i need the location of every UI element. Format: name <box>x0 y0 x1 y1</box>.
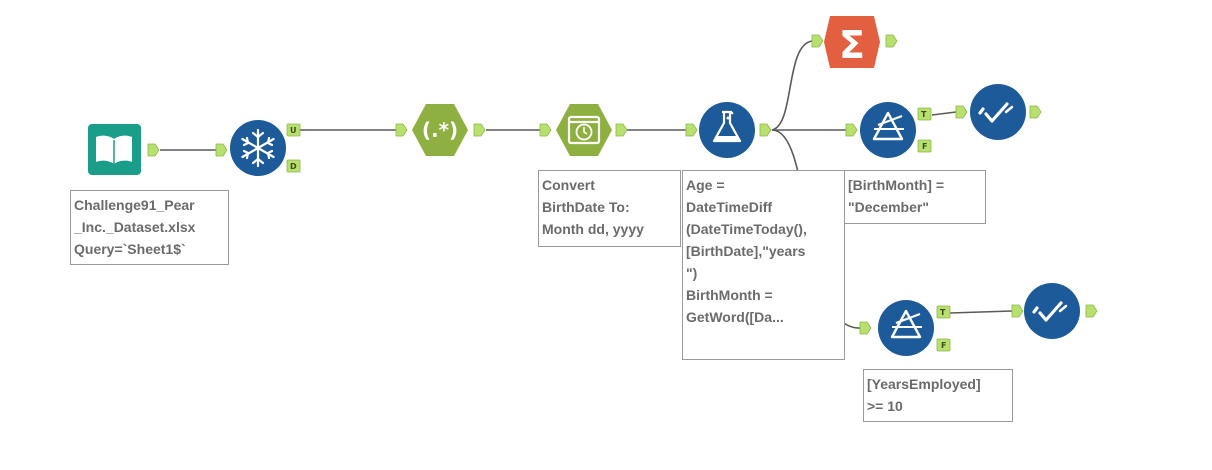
datetime-tool[interactable] <box>539 104 628 156</box>
true-anchor-label: T <box>940 308 946 317</box>
input-annotation: Challenge91_Pear _Inc._Dataset.xlsx Quer… <box>70 190 229 265</box>
input-anchor[interactable] <box>395 123 408 137</box>
connection-filter1-test1 <box>931 111 957 116</box>
unique-anchor-label: U <box>290 126 297 135</box>
duplicate-anchor-label: D <box>290 162 297 171</box>
calendar-icon <box>567 115 601 145</box>
sigma-label: Σ <box>839 23 865 67</box>
input-anchor[interactable] <box>215 143 228 157</box>
input-anchor[interactable] <box>1011 304 1024 318</box>
input-data-tool[interactable] <box>88 124 160 175</box>
input-anchor[interactable] <box>859 321 872 335</box>
regex-icon <box>412 104 468 156</box>
regex-label: (.*) <box>422 118 458 142</box>
output-anchor[interactable] <box>473 123 486 137</box>
true-anchor[interactable]: T <box>917 107 932 121</box>
duplicate-anchor[interactable]: D <box>286 159 301 173</box>
output-anchor[interactable] <box>885 34 898 48</box>
unique-anchor[interactable]: U <box>286 123 301 137</box>
false-anchor-label: F <box>941 341 946 350</box>
filter-tool-birthmonth[interactable]: T F <box>845 102 932 158</box>
output-anchor[interactable] <box>759 123 772 137</box>
clock-icon <box>575 123 593 141</box>
unique-tool[interactable]: U D <box>215 120 301 176</box>
test-tool-1[interactable] <box>955 84 1042 140</box>
output-anchor[interactable] <box>1029 105 1042 119</box>
true-anchor-label: T <box>921 110 927 119</box>
input-anchor[interactable] <box>685 123 698 137</box>
formula-annotation: Age = DateTimeDiff (DateTimeToday(), [Bi… <box>682 170 845 360</box>
input-anchor[interactable] <box>955 105 968 119</box>
filter-birthmonth-annotation: [BirthMonth] = "December" <box>844 170 986 224</box>
input-anchor[interactable] <box>811 34 824 48</box>
input-anchor[interactable] <box>845 123 858 137</box>
formula-tool[interactable] <box>685 102 772 158</box>
output-anchor[interactable] <box>615 123 628 137</box>
test-tool-2[interactable] <box>1011 283 1098 339</box>
true-anchor[interactable]: T <box>936 305 951 319</box>
filter-tool-yearsemployed[interactable]: T F <box>859 300 951 356</box>
datetime-annotation: Convert BirthDate To: Month dd, yyyy <box>538 170 681 247</box>
regex-tool[interactable]: (.*) <box>395 104 486 156</box>
connection-formula-summarize <box>771 40 813 131</box>
output-anchor[interactable] <box>147 143 160 157</box>
flask-icon <box>699 102 755 158</box>
output-anchor[interactable] <box>1085 304 1098 318</box>
false-anchor[interactable]: F <box>936 338 951 352</box>
false-anchor-label: F <box>922 142 927 151</box>
summarize-icon <box>824 16 880 68</box>
false-anchor[interactable]: F <box>917 139 932 153</box>
filter-yearsemployed-annotation: [YearsEmployed] >= 10 <box>863 369 1013 422</box>
connection-filter2-test2 <box>949 310 1013 314</box>
input-anchor[interactable] <box>539 123 552 137</box>
summarize-tool[interactable]: Σ <box>811 16 898 68</box>
